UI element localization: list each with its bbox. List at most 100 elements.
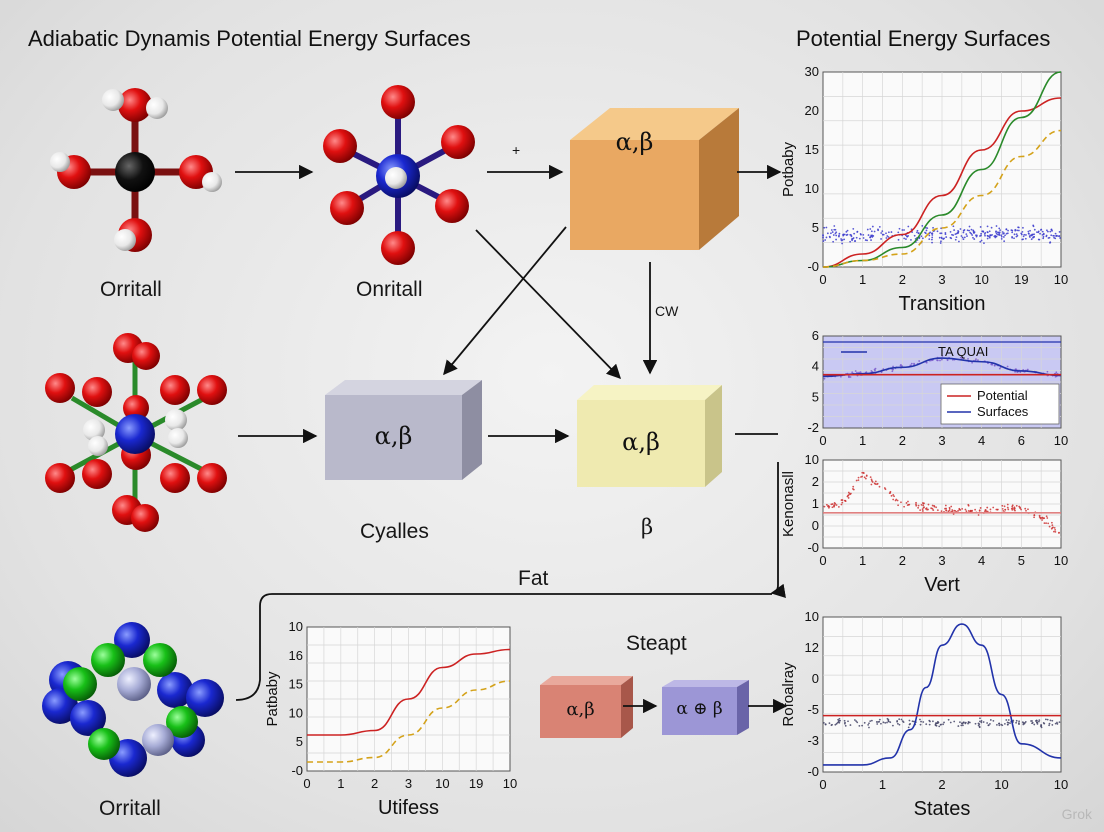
y-tick-label: 4 bbox=[812, 359, 819, 374]
scatter-point bbox=[1033, 233, 1036, 236]
molecule-tetrahedral bbox=[50, 88, 222, 252]
scatter-point bbox=[867, 234, 870, 236]
scatter-point bbox=[945, 507, 947, 510]
scatter-point bbox=[1001, 231, 1004, 233]
scatter-point bbox=[910, 239, 912, 241]
scatter-point bbox=[864, 239, 867, 241]
y-tick-label: -0 bbox=[807, 259, 819, 274]
scatter-point bbox=[1051, 724, 1054, 726]
molecule-4-label: Orritall bbox=[99, 797, 161, 820]
scatter-point bbox=[953, 720, 956, 723]
x-tick-label: 10 bbox=[435, 776, 449, 791]
scatter-point bbox=[957, 725, 960, 727]
scatter-point bbox=[917, 232, 920, 235]
scatter-point bbox=[892, 498, 895, 501]
scatter-point bbox=[1025, 234, 1027, 236]
scatter-point bbox=[952, 234, 955, 237]
scatter-point bbox=[936, 230, 939, 233]
scatter-point bbox=[1043, 522, 1046, 524]
scatter-point bbox=[948, 508, 951, 510]
scatter-point bbox=[1057, 235, 1060, 238]
scatter-point bbox=[822, 236, 824, 239]
scatter-point bbox=[822, 721, 825, 724]
scatter-point bbox=[887, 231, 890, 234]
scatter-point bbox=[838, 721, 841, 724]
scatter-point bbox=[873, 230, 876, 233]
scatter-point bbox=[866, 239, 869, 242]
scatter-point bbox=[1037, 231, 1040, 234]
scatter-point bbox=[1045, 235, 1048, 238]
scatter-point bbox=[979, 720, 981, 723]
scatter-point bbox=[939, 242, 942, 244]
flow-arrows bbox=[235, 164, 788, 714]
scatter-point bbox=[995, 225, 998, 227]
scatter-point bbox=[1033, 516, 1035, 519]
scatter-point bbox=[1015, 504, 1018, 507]
scatter-point bbox=[949, 230, 952, 233]
scatter-point bbox=[959, 356, 962, 359]
scatter-point bbox=[855, 236, 858, 239]
scatter-point bbox=[906, 235, 908, 238]
scatter-point bbox=[1011, 505, 1014, 508]
scatter-point bbox=[884, 488, 887, 491]
scatter-point bbox=[874, 483, 877, 485]
legend-entry: Potential bbox=[977, 388, 1028, 403]
scatter-point bbox=[972, 229, 975, 232]
scatter-point bbox=[1022, 226, 1024, 229]
scatter-point bbox=[896, 720, 899, 722]
scatter-point bbox=[876, 723, 879, 725]
y-tick-label: -3 bbox=[807, 733, 819, 748]
y-tick-label: -2 bbox=[807, 420, 819, 435]
scatter-point bbox=[922, 721, 925, 723]
scatter-point bbox=[1041, 230, 1044, 233]
scatter-point bbox=[1037, 238, 1040, 241]
series-line-0 bbox=[822, 97, 1062, 268]
scatter-point bbox=[853, 240, 856, 242]
scatter-point bbox=[834, 232, 837, 235]
scatter-point bbox=[886, 235, 889, 237]
y-tick-label: -5 bbox=[807, 702, 819, 717]
y-tick-label: 5 bbox=[812, 389, 819, 404]
scatter-point bbox=[890, 231, 893, 233]
scatter-point bbox=[968, 225, 971, 228]
y-tick-label: 15 bbox=[805, 142, 819, 157]
scatter-point bbox=[838, 717, 841, 720]
scatter-point bbox=[861, 475, 864, 478]
scatter-point bbox=[826, 232, 829, 235]
x-tick-label: 19 bbox=[469, 776, 483, 791]
scatter-point bbox=[1027, 230, 1030, 233]
scatter-point bbox=[849, 233, 852, 236]
orange-cube bbox=[570, 108, 739, 250]
scatter-point bbox=[928, 723, 931, 726]
scatter-point bbox=[986, 506, 989, 509]
scatter-point bbox=[1042, 237, 1045, 240]
scatter-point bbox=[1024, 237, 1027, 240]
scatter-point bbox=[1017, 229, 1020, 232]
molecule-1-label: Orritall bbox=[100, 278, 162, 301]
scatter-point bbox=[960, 724, 963, 727]
scatter-point bbox=[857, 476, 860, 479]
scatter-point bbox=[878, 225, 881, 228]
scatter-point bbox=[1001, 504, 1004, 507]
scatter-point bbox=[849, 724, 852, 726]
scatter-point bbox=[832, 240, 835, 243]
scatter-point bbox=[828, 722, 831, 725]
scatter-point bbox=[825, 236, 828, 239]
scatter-point bbox=[1033, 723, 1036, 726]
scatter-point bbox=[980, 721, 983, 724]
y-axis-label: Kenonasll bbox=[780, 471, 797, 537]
scatter-point bbox=[835, 238, 837, 241]
scatter-point bbox=[964, 508, 967, 511]
scatter-point bbox=[959, 228, 962, 230]
scatter-point bbox=[1058, 721, 1061, 724]
scatter-point bbox=[1038, 719, 1041, 722]
scatter-point bbox=[995, 231, 997, 233]
scatter-point bbox=[966, 229, 969, 232]
scatter-point bbox=[1029, 229, 1031, 232]
x-tick-label: 10 bbox=[503, 776, 517, 791]
x-tick-label: 10 bbox=[1054, 433, 1068, 448]
scatter-point bbox=[841, 501, 844, 504]
scatter-point bbox=[1003, 240, 1006, 243]
scatter-point bbox=[1051, 524, 1054, 527]
